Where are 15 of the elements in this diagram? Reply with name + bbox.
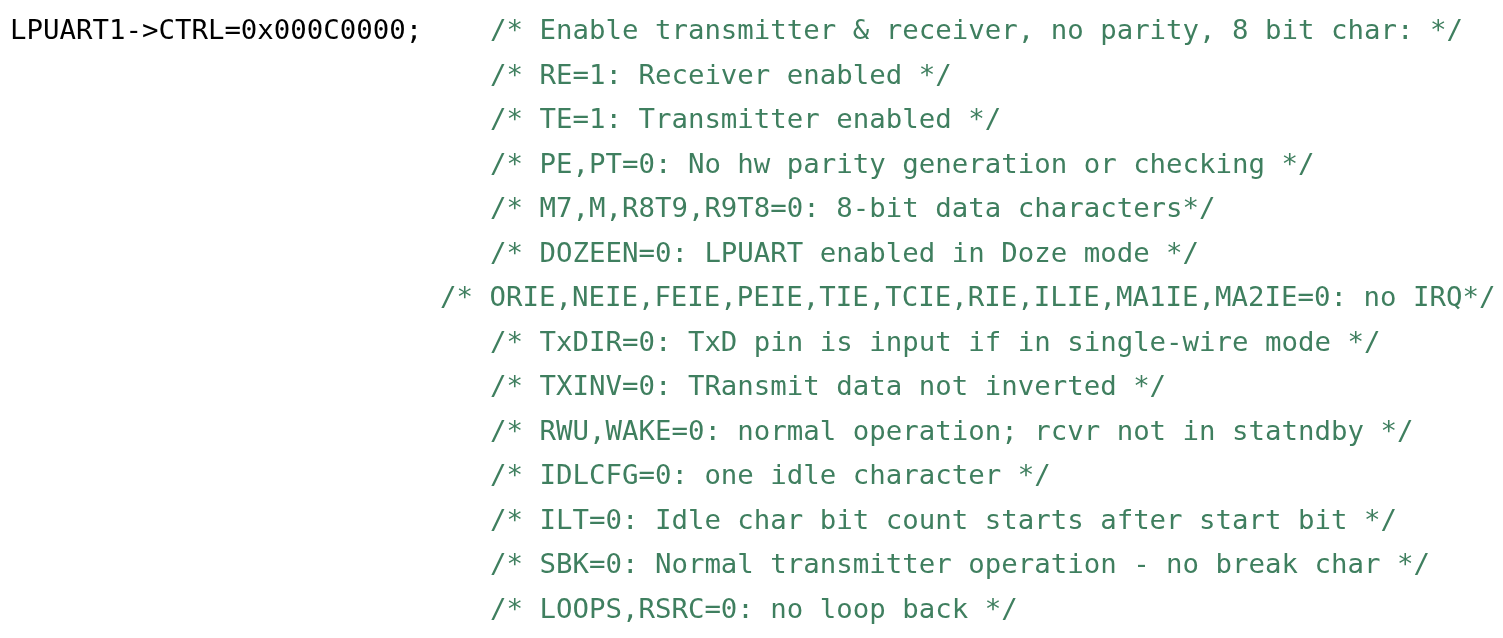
code-comment: /* PE,PT=0: No hw parity generation or checking */ bbox=[490, 146, 1315, 181]
code-comment: /* RE=1: Receiver enabled */ bbox=[490, 57, 952, 92]
code-comment: /* RWU,WAKE=0: normal operation; rcvr not in statndby */ bbox=[490, 413, 1414, 448]
code-statement: LPUART1->CTRL=0x000C0000; bbox=[10, 13, 423, 47]
code-comment: /* TxDIR=0: TxD pin is input if in single-wire mode */ bbox=[490, 324, 1381, 359]
code-comment: /* ILT=0: Idle char bit count starts after start bit */ bbox=[490, 502, 1397, 537]
code-comment: /* IDLCFG=0: one idle character */ bbox=[490, 458, 1051, 492]
code-comment: /* Enable transmitter & receiver, no parity, 8 bit char: */ bbox=[490, 13, 1463, 47]
code-comment: /* TE=1: Transmitter enabled */ bbox=[490, 102, 1002, 136]
code-comment: /* SBK=0: Normal transmitter operation - no break char */ bbox=[490, 547, 1430, 581]
code-comment: /* DOZEEN=0: LPUART enabled in Doze mode */ bbox=[490, 235, 1200, 270]
code-comment: /* M7,M,R8T9,R9T8=0: 8-bit data characters*/ bbox=[490, 191, 1216, 225]
code-comment: /* LOOPS,RSRC=0: no loop back */ bbox=[490, 591, 1018, 626]
code-comment: /* ORIE,NEIE,FEIE,PEIE,TIE,TCIE,RIE,ILIE,MA1IE,MA2IE=0: no IRQ*/ bbox=[440, 280, 1496, 314]
code-comment: /* TXINV=0: TRansmit data not inverted */ bbox=[490, 369, 1167, 403]
